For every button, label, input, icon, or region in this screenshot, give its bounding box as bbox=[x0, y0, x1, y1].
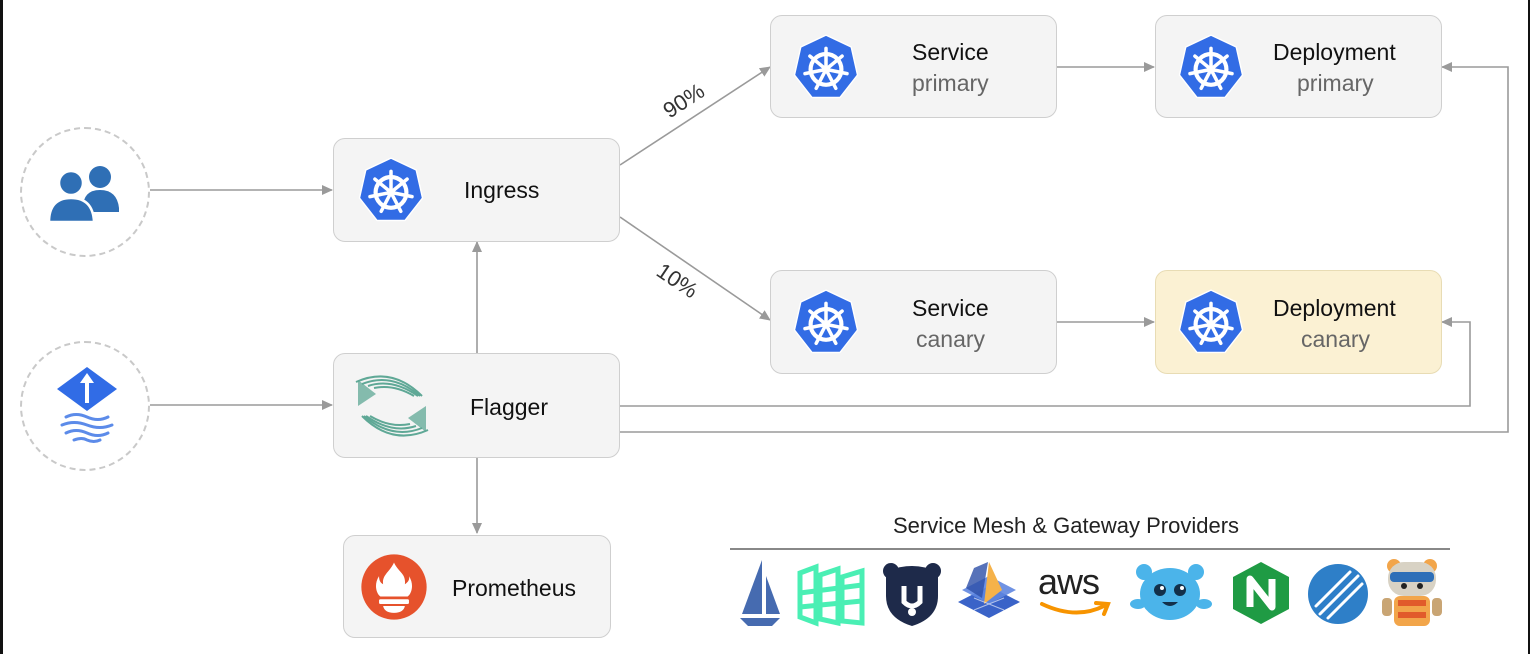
nginx-icon bbox=[1233, 562, 1289, 624]
kubernetes-icon bbox=[791, 288, 861, 358]
service-primary-subtitle: primary bbox=[912, 70, 989, 96]
prometheus-title: Prometheus bbox=[452, 575, 577, 601]
deployment-primary-title: Deployment bbox=[1273, 39, 1396, 65]
deployment-canary-title: Deployment bbox=[1273, 295, 1396, 321]
service-primary-title: Service bbox=[912, 39, 989, 65]
service-primary-node: Service primary bbox=[770, 15, 1057, 118]
arrow-ingress-to-service-primary bbox=[619, 66, 771, 166]
deployment-canary-node: Deployment canary bbox=[1155, 270, 1442, 374]
flagger-title: Flagger bbox=[470, 394, 548, 420]
arrow-flagger-to-deployment-canary bbox=[620, 317, 1471, 407]
service-canary-node: Service canary bbox=[770, 270, 1057, 374]
kubernetes-icon bbox=[791, 33, 861, 103]
deployment-canary-subtitle: canary bbox=[1301, 326, 1371, 352]
aws-smile-icon bbox=[1040, 601, 1111, 616]
arrow-flagger-to-deployment-primary bbox=[620, 62, 1509, 433]
service-canary-subtitle: canary bbox=[916, 326, 986, 352]
kubernetes-icon bbox=[1176, 288, 1246, 358]
deployment-primary-subtitle: primary bbox=[1297, 70, 1374, 96]
aws-logo: aws bbox=[1038, 562, 1114, 624]
gloo-icon bbox=[958, 562, 1020, 618]
prometheus-icon bbox=[361, 554, 427, 620]
flux-node bbox=[20, 341, 150, 471]
skipper-icon bbox=[1130, 564, 1212, 620]
frame-edge-left bbox=[0, 0, 3, 654]
flux-icon bbox=[57, 367, 117, 443]
kubernetes-icon bbox=[356, 156, 426, 226]
arrow-ingress-to-service-canary bbox=[619, 216, 771, 321]
users-icon bbox=[47, 166, 119, 224]
linkerd-icon bbox=[797, 563, 865, 627]
frame-edge-right bbox=[1528, 0, 1530, 654]
service-canary-title: Service bbox=[912, 295, 989, 321]
contour-icon bbox=[883, 563, 941, 626]
ingress-title: Ingress bbox=[464, 177, 540, 203]
flagger-node: Flagger bbox=[333, 353, 620, 458]
flagger-icon bbox=[355, 375, 429, 437]
kubernetes-icon bbox=[1176, 33, 1246, 103]
users-node bbox=[20, 127, 150, 257]
traefik-icon bbox=[1308, 564, 1368, 624]
providers-divider bbox=[730, 548, 1450, 550]
providers-title: Service Mesh & Gateway Providers bbox=[893, 513, 1240, 538]
kuma-icon bbox=[1382, 559, 1442, 626]
istio-icon bbox=[740, 560, 780, 626]
prometheus-node: Prometheus bbox=[343, 535, 611, 638]
ingress-node: Ingress bbox=[333, 138, 620, 242]
deployment-primary-node: Deployment primary bbox=[1155, 15, 1442, 118]
aws-text: aws bbox=[1038, 561, 1100, 602]
